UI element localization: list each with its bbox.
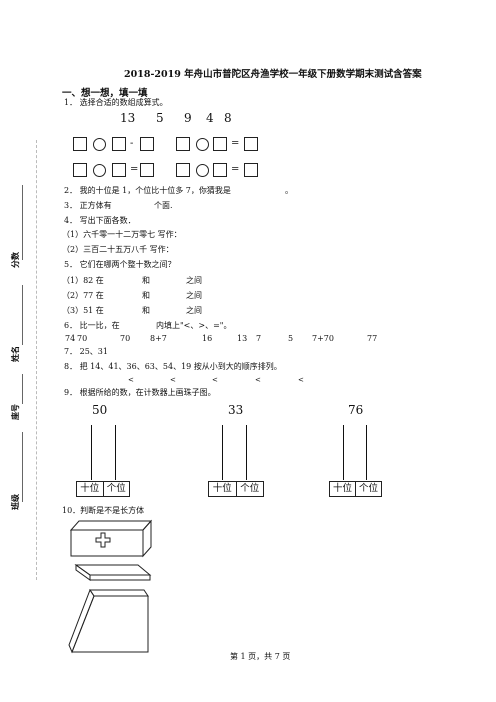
q6-item: 77 — [367, 334, 378, 343]
slanted-slab-shape — [74, 564, 152, 581]
q6-item: 70 — [120, 334, 131, 343]
tens-label: 十位 — [330, 482, 356, 496]
q7-text: 7． 25、31 — [64, 347, 108, 356]
first-aid-box-shape — [69, 519, 153, 558]
q5-line-1: （1）82 在 — [62, 276, 104, 285]
q6-item: 13 — [237, 334, 248, 343]
q2-text: 2． 我的十位是 1，个位比十位多 7，你猜我是 — [64, 186, 231, 195]
less-than-sign: < — [298, 376, 304, 384]
abacus-number: 50 — [92, 403, 108, 417]
name-line — [22, 285, 23, 345]
answer-box[interactable] — [140, 137, 154, 151]
equals-sign: = — [130, 164, 139, 175]
number-item: 5 — [156, 111, 164, 125]
answer-box[interactable] — [244, 163, 258, 177]
abacus-rod-tens[interactable] — [222, 425, 223, 480]
answer-box[interactable] — [244, 137, 258, 151]
q4-text: 4． 写出下面各数． — [64, 216, 136, 225]
q6-item: 74 — [65, 334, 76, 343]
q6-item: 7+70 — [312, 334, 334, 343]
number-item: 9 — [184, 111, 192, 125]
number-item: 4 — [206, 111, 214, 125]
side-label-class: 班级 — [10, 494, 20, 510]
q5-line-2-between: 之间 — [186, 291, 202, 300]
number-item: 13 — [120, 111, 136, 125]
q5-line-2-and: 和 — [142, 291, 150, 300]
seat-line — [22, 374, 23, 404]
abacus-base: 十位 个位 — [208, 481, 264, 497]
answer-box[interactable] — [112, 137, 126, 151]
ones-label: 个位 — [358, 483, 378, 494]
q5-line-3-between: 之间 — [186, 306, 202, 315]
answer-box[interactable] — [176, 137, 190, 151]
number-item: 8 — [224, 111, 232, 125]
operator-circle[interactable] — [196, 138, 209, 151]
q2-tail: 。 — [285, 186, 293, 195]
abacus-rod-ones[interactable] — [366, 425, 367, 480]
operator-circle[interactable] — [93, 164, 106, 177]
slanted-prism-shape — [68, 588, 149, 654]
q6-item: 16 — [202, 334, 213, 343]
q5-line-1-and: 和 — [142, 276, 150, 285]
q6-item: 7 — [256, 334, 262, 343]
side-label-name: 姓名 — [10, 346, 20, 362]
q5-line-2: （2）77 在 — [62, 291, 104, 300]
answer-box[interactable] — [140, 163, 154, 177]
abacus-base: 十位 个位 — [76, 481, 130, 497]
q4-line-2: （2）三百二十五万八千 写作： — [62, 245, 174, 254]
page-footer: 第 1 页，共 7 页 — [230, 652, 291, 661]
tens-label: 十位 — [77, 482, 104, 496]
abacus-number: 76 — [348, 403, 364, 417]
minus-sign: - — [130, 138, 134, 149]
answer-box[interactable] — [176, 163, 190, 177]
side-label-score: 分数 — [10, 252, 20, 268]
q5-line-3-and: 和 — [142, 306, 150, 315]
answer-box[interactable] — [213, 137, 227, 151]
answer-box[interactable] — [73, 163, 87, 177]
q10-shapes — [68, 519, 153, 654]
abacus-rod-ones[interactable] — [115, 425, 116, 480]
ones-label: 个位 — [106, 483, 126, 494]
q8-text: 8． 把 14、41、36、63、54、19 按从小到大的顺序排列。 — [64, 362, 282, 371]
q3-text: 3． 正方体有 — [64, 201, 112, 210]
q5-line-3: （3）51 在 — [62, 306, 104, 315]
side-label-seat: 座号 — [10, 404, 20, 420]
q10-text: 10．判断是不是长方体 — [62, 506, 145, 515]
abacus-number: 33 — [228, 403, 244, 417]
q1-text: 1． 选择合适的数组成算式。 — [64, 98, 168, 107]
tens-label: 十位 — [209, 482, 237, 496]
q5-line-1-between: 之间 — [186, 276, 202, 285]
answer-box[interactable] — [112, 163, 126, 177]
q6-item: 8+7 — [150, 334, 167, 343]
answer-box[interactable] — [213, 163, 227, 177]
binding-line — [36, 140, 37, 580]
score-line — [22, 185, 23, 260]
q3-tail: 个面. — [154, 201, 173, 210]
q6-item: 5 — [288, 334, 294, 343]
page-title: 2018-2019 年舟山市普陀区舟渔学校一年级下册数学期末测试含答案 — [124, 69, 422, 80]
abacus-rod-tens[interactable] — [343, 425, 344, 480]
abacus-rod-ones[interactable] — [246, 425, 247, 480]
q6-text: 6． 比一比，在 — [64, 321, 120, 330]
operator-circle[interactable] — [196, 164, 209, 177]
q6-tail: 内填上"<、>、="。 — [156, 321, 232, 330]
q6-item: 70 — [77, 334, 88, 343]
class-line — [22, 432, 23, 502]
operator-circle[interactable] — [93, 138, 106, 151]
q9-text: 9． 根据所给的数，在计数器上画珠子图。 — [64, 388, 216, 397]
equals-sign: = — [231, 138, 240, 149]
section-heading: 一、想一想，填一填 — [62, 88, 148, 99]
less-than-sign: < — [212, 376, 218, 384]
ones-label: 个位 — [240, 483, 260, 494]
equals-sign: = — [231, 164, 240, 175]
less-than-sign: < — [128, 376, 134, 384]
answer-box[interactable] — [73, 137, 87, 151]
abacus-rod-tens[interactable] — [91, 425, 92, 480]
q4-line-1: （1）六千零一十二万零七 写作： — [62, 230, 182, 239]
q5-text: 5． 它们在哪两个整十数之间？ — [64, 260, 176, 269]
abacus-base: 十位 个位 — [329, 481, 382, 497]
less-than-sign: < — [255, 376, 261, 384]
less-than-sign: < — [170, 376, 176, 384]
